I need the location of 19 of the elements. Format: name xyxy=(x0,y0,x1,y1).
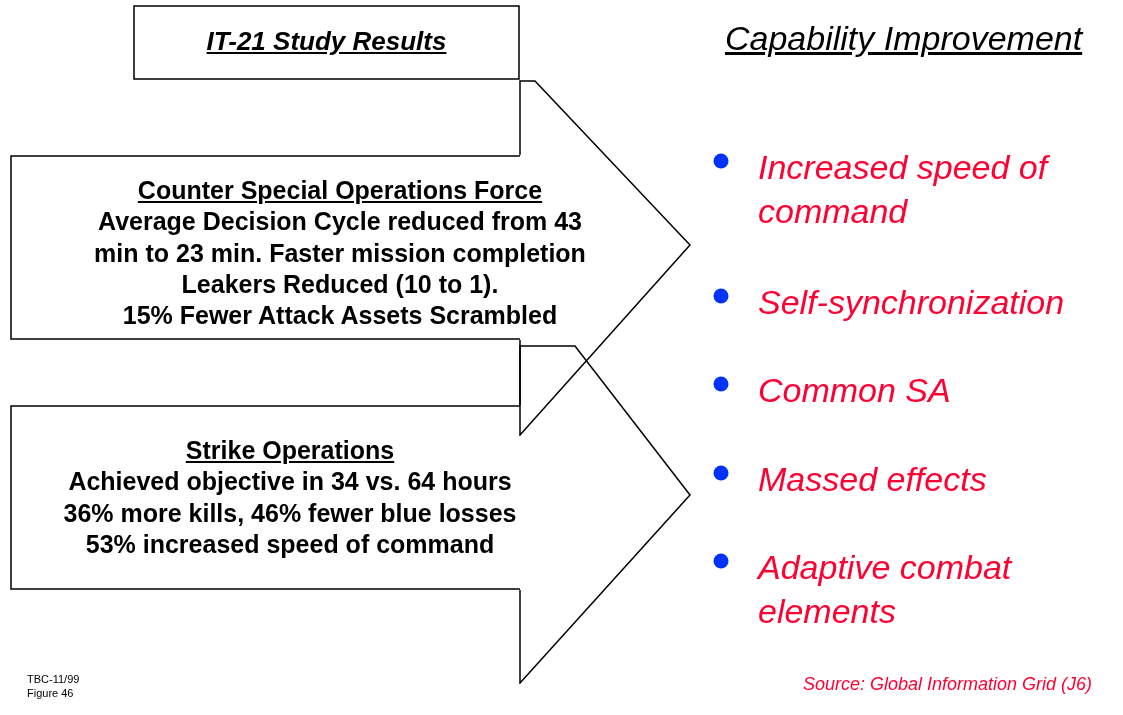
bullet-text: Common SA xyxy=(758,370,952,411)
body-text: 36% more kills, 46% fewer blue losses xyxy=(63,497,517,529)
body-text: 53% increased speed of command xyxy=(85,528,495,560)
bullet-text: Adaptive combat elements xyxy=(758,547,1014,633)
column-heading: Capability Improvement xyxy=(725,18,1083,59)
heading: Strike Operations xyxy=(185,435,395,466)
heading: IT-21 Study Results xyxy=(206,25,447,58)
bullet-text: Increased speed of command xyxy=(758,147,1051,233)
figure-number: Figure 46 xyxy=(27,686,74,701)
body-text: Average Decision Cycle reduced from 43 min to 23 min. Faster mission completion xyxy=(93,206,587,269)
slide-code: TBC-11/99 xyxy=(27,672,80,687)
body-text: 15% Fewer Attack Assets Scrambled xyxy=(122,300,558,331)
bullet-text: Massed effects xyxy=(758,459,988,500)
source-note: Source: Global Information Grid (J6) xyxy=(803,673,1093,696)
body-text: Achieved objective in 34 vs. 64 hours xyxy=(68,466,512,498)
heading: Counter Special Operations Force xyxy=(137,175,543,206)
bullet-text: Self-synchronization xyxy=(758,282,1066,323)
title-box xyxy=(133,5,520,80)
body-text: Leakers Reduced (10 to 1). xyxy=(181,268,499,300)
